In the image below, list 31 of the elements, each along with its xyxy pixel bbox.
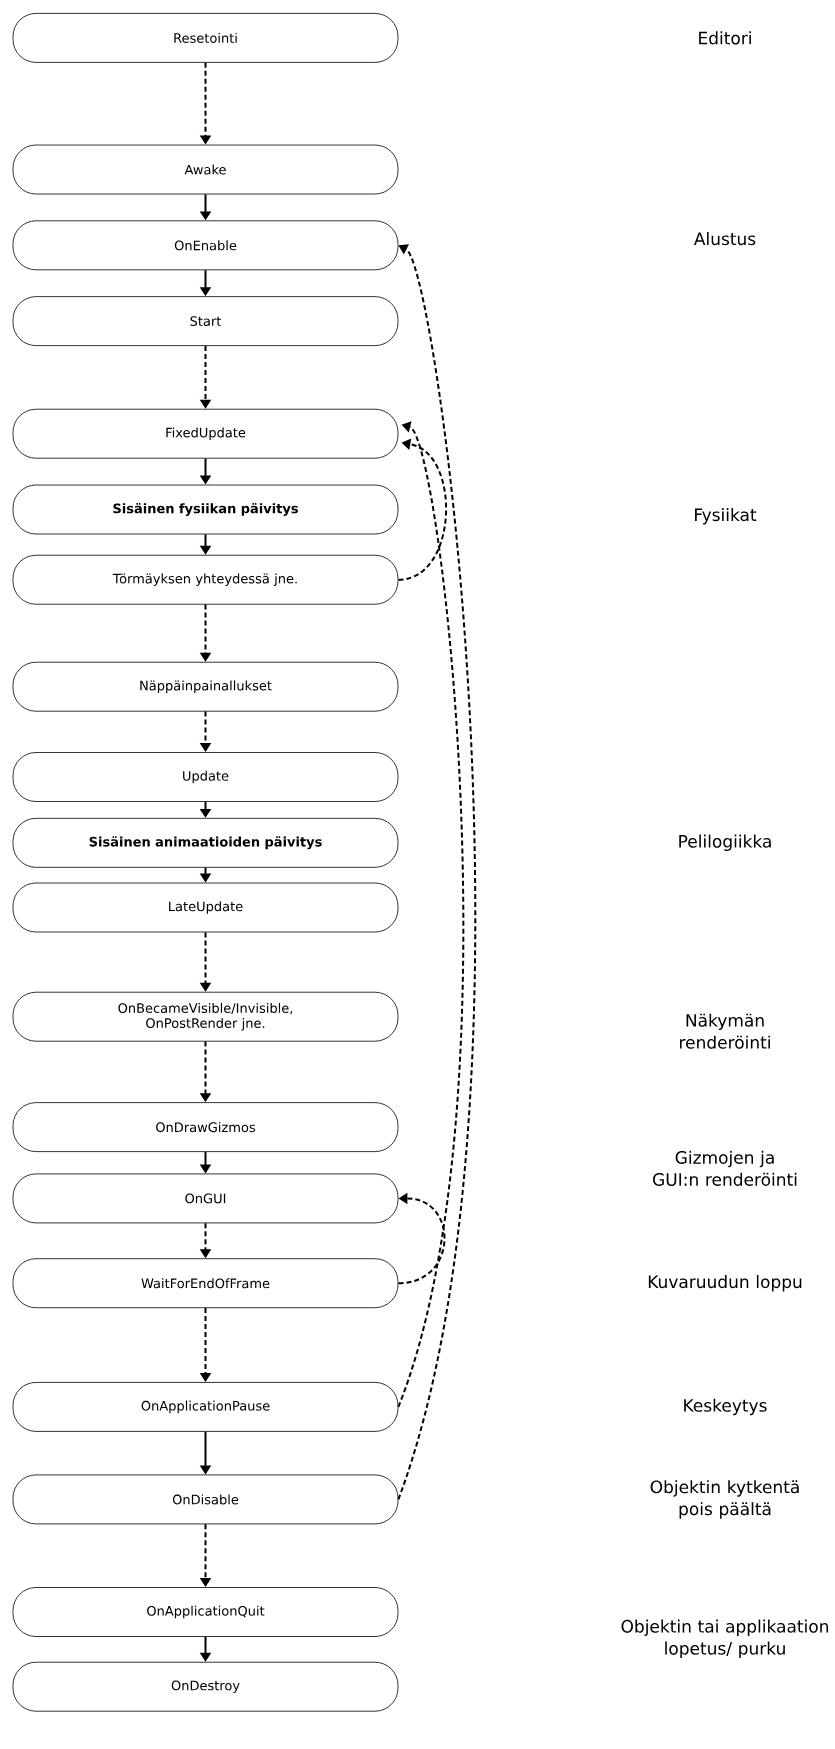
section-label: Objektin tai applikaation lopetus/ purku [621, 1619, 829, 1659]
process-box: OnApplicationQuit [12, 1587, 399, 1637]
process-box: OnGUI [12, 1173, 399, 1224]
process-box: Sisäinen fysiikan päivitys [12, 484, 399, 535]
section-label: Pelilogiikka [679, 834, 771, 852]
process-box: Update [12, 752, 399, 802]
process-box: Törmäyksen yhteydessä jne. [12, 554, 399, 605]
process-box: Näppäinpainallukset [12, 661, 399, 712]
arrow [397, 421, 465, 1408]
section-label: Fysiikat [695, 508, 757, 525]
process-box: Start [12, 296, 399, 346]
section-label: Objektin kytkentä pois päältä [650, 1480, 799, 1519]
process-box: OnDisable [12, 1474, 399, 1525]
process-box: Sisäinen animaatioiden päivitys [12, 817, 399, 868]
section-label: Gizmojen ja GUI:n renderöinti [653, 1150, 797, 1186]
process-box: OnApplicationPause [12, 1382, 399, 1432]
process-box: OnBecameVisible/Invisible, OnPostRender jne. [12, 991, 399, 1042]
process-box: OnDestroy [12, 1661, 399, 1712]
arrow [397, 244, 476, 1501]
section-label: Alustus [694, 232, 756, 246]
section-label: Näkymän renderöinti [680, 1013, 770, 1049]
section-label: Keskeytys [684, 1398, 767, 1416]
process-box: FixedUpdate [12, 408, 399, 459]
process-box: LateUpdate [12, 882, 399, 933]
process-box: Awake [12, 144, 399, 195]
process-box: Resetointi [12, 13, 399, 63]
section-label: Editori [699, 31, 751, 45]
section-label: Kuvaruudun loppu [648, 1275, 802, 1292]
process-box: WaitForEndOfFrame [12, 1258, 399, 1309]
process-box: OnDrawGizmos [12, 1102, 399, 1152]
process-box: OnEnable [12, 220, 399, 271]
